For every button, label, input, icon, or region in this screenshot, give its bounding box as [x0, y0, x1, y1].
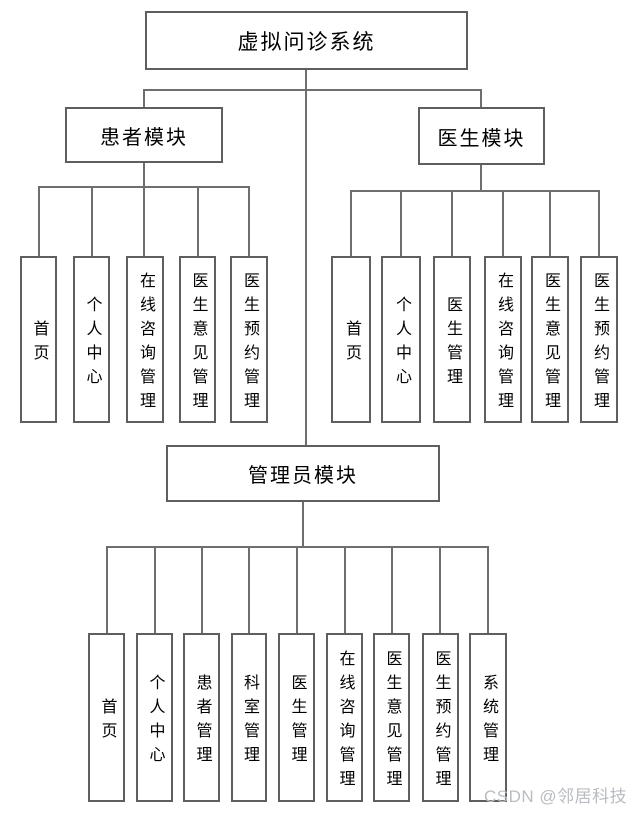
node-doctor-module: 医生模块 [418, 107, 545, 165]
node-label: 医生意见管理 [189, 271, 207, 416]
node-doctor-online-consult-mgmt: 在线咨询管理 [484, 256, 522, 423]
node-doctor-doctor-opinion-mgmt: 医生意见管理 [531, 256, 569, 423]
node-patient-doctor-appointment-mgmt: 医生预约管理 [230, 256, 268, 423]
node-doctor-home: 首页 [331, 256, 371, 423]
node-label: 在线咨询管理 [495, 271, 512, 416]
node-label: 首页 [98, 697, 116, 746]
node-label: 患者模块 [100, 126, 188, 149]
node-admin-module: 管理员模块 [166, 445, 440, 502]
node-label: 系统管理 [480, 673, 497, 770]
node-label: 在线咨询管理 [336, 649, 354, 794]
node-admin-doctor-appointment-mgmt: 医生预约管理 [422, 633, 459, 802]
node-label: 医生意见管理 [383, 649, 401, 794]
node-system-root: 虚拟问诊系统 [145, 11, 468, 70]
node-label: 个人中心 [83, 295, 101, 392]
node-label: 医生管理 [444, 295, 461, 392]
node-label: 医生预约管理 [591, 271, 608, 416]
node-admin-system-mgmt: 系统管理 [469, 633, 507, 802]
csdn-watermark: CSDN @邻居科技 [484, 787, 628, 806]
node-label: 管理员模块 [248, 465, 358, 487]
node-admin-doctor-mgmt: 医生管理 [278, 633, 315, 802]
node-label: 医生预约管理 [432, 649, 450, 794]
node-patient-online-consult-mgmt: 在线咨询管理 [126, 256, 164, 423]
node-label: 医生意见管理 [542, 271, 559, 416]
node-label: 医生管理 [288, 673, 306, 770]
node-label: 首页 [343, 319, 360, 368]
node-doctor-profile-center: 个人中心 [381, 256, 421, 423]
node-admin-department-mgmt: 科室管理 [231, 633, 267, 802]
node-patient-module: 患者模块 [65, 107, 223, 163]
node-admin-home: 首页 [88, 633, 125, 802]
node-label: 科室管理 [241, 673, 258, 770]
node-doctor-doctor-appointment-mgmt: 医生预约管理 [580, 256, 618, 423]
node-label: 在线咨询管理 [137, 271, 154, 416]
node-admin-doctor-opinion-mgmt: 医生意见管理 [373, 633, 410, 802]
node-admin-profile-center: 个人中心 [136, 633, 173, 802]
node-patient-home: 首页 [20, 256, 57, 423]
node-admin-patient-mgmt: 患者管理 [183, 633, 220, 802]
node-label: 首页 [30, 319, 48, 368]
node-label: 医生模块 [437, 127, 526, 150]
node-patient-doctor-opinion-mgmt: 医生意见管理 [179, 256, 216, 423]
node-label: 医生预约管理 [241, 271, 258, 416]
node-label: 个人中心 [146, 673, 164, 770]
node-label: 患者管理 [193, 673, 211, 770]
node-patient-profile-center: 个人中心 [73, 256, 110, 423]
node-label: 虚拟问诊系统 [237, 29, 376, 54]
node-doctor-doctor-mgmt: 医生管理 [433, 256, 471, 423]
node-label: 个人中心 [393, 295, 410, 392]
node-admin-online-consult-mgmt: 在线咨询管理 [326, 633, 363, 802]
